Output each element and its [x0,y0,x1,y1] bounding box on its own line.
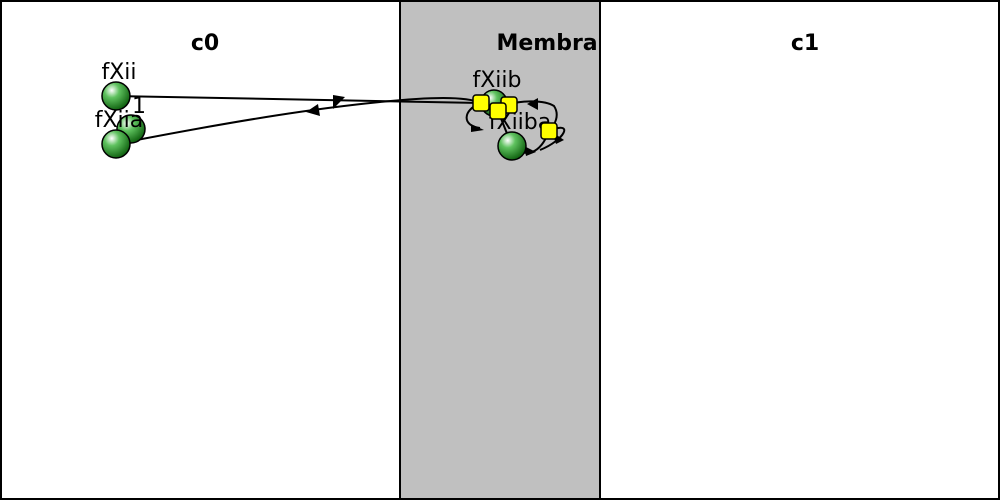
species-label: fXiia [95,108,144,133]
arrowhead [527,98,538,110]
compartment-membrane0[interactable]: Membrane0 [399,0,644,500]
arrowhead [333,95,345,109]
compartment-title: c1 [791,31,819,56]
species-label: fXiib [472,68,521,93]
reaction-node[interactable] [472,94,490,112]
arrowhead [306,104,320,116]
edge-reaction-to-fxiia[interactable] [115,97,482,145]
reaction-node[interactable] [540,122,558,140]
compartment-c0[interactable]: c0 [0,0,401,500]
arrowhead [471,124,484,132]
edge-fxii-to-reaction[interactable] [115,95,482,104]
species-fxii[interactable]: fXii [101,60,137,111]
reaction-node[interactable] [489,102,507,120]
compartment-title: c0 [191,31,219,56]
species-fxiia[interactable]: fXiia [95,108,144,159]
arrowhead [524,146,536,156]
species-label: fXii [101,60,136,85]
reaction-nodes [472,94,558,140]
species-label: 1 [132,94,146,119]
compartment-c1[interactable]: c1 [599,0,1000,500]
